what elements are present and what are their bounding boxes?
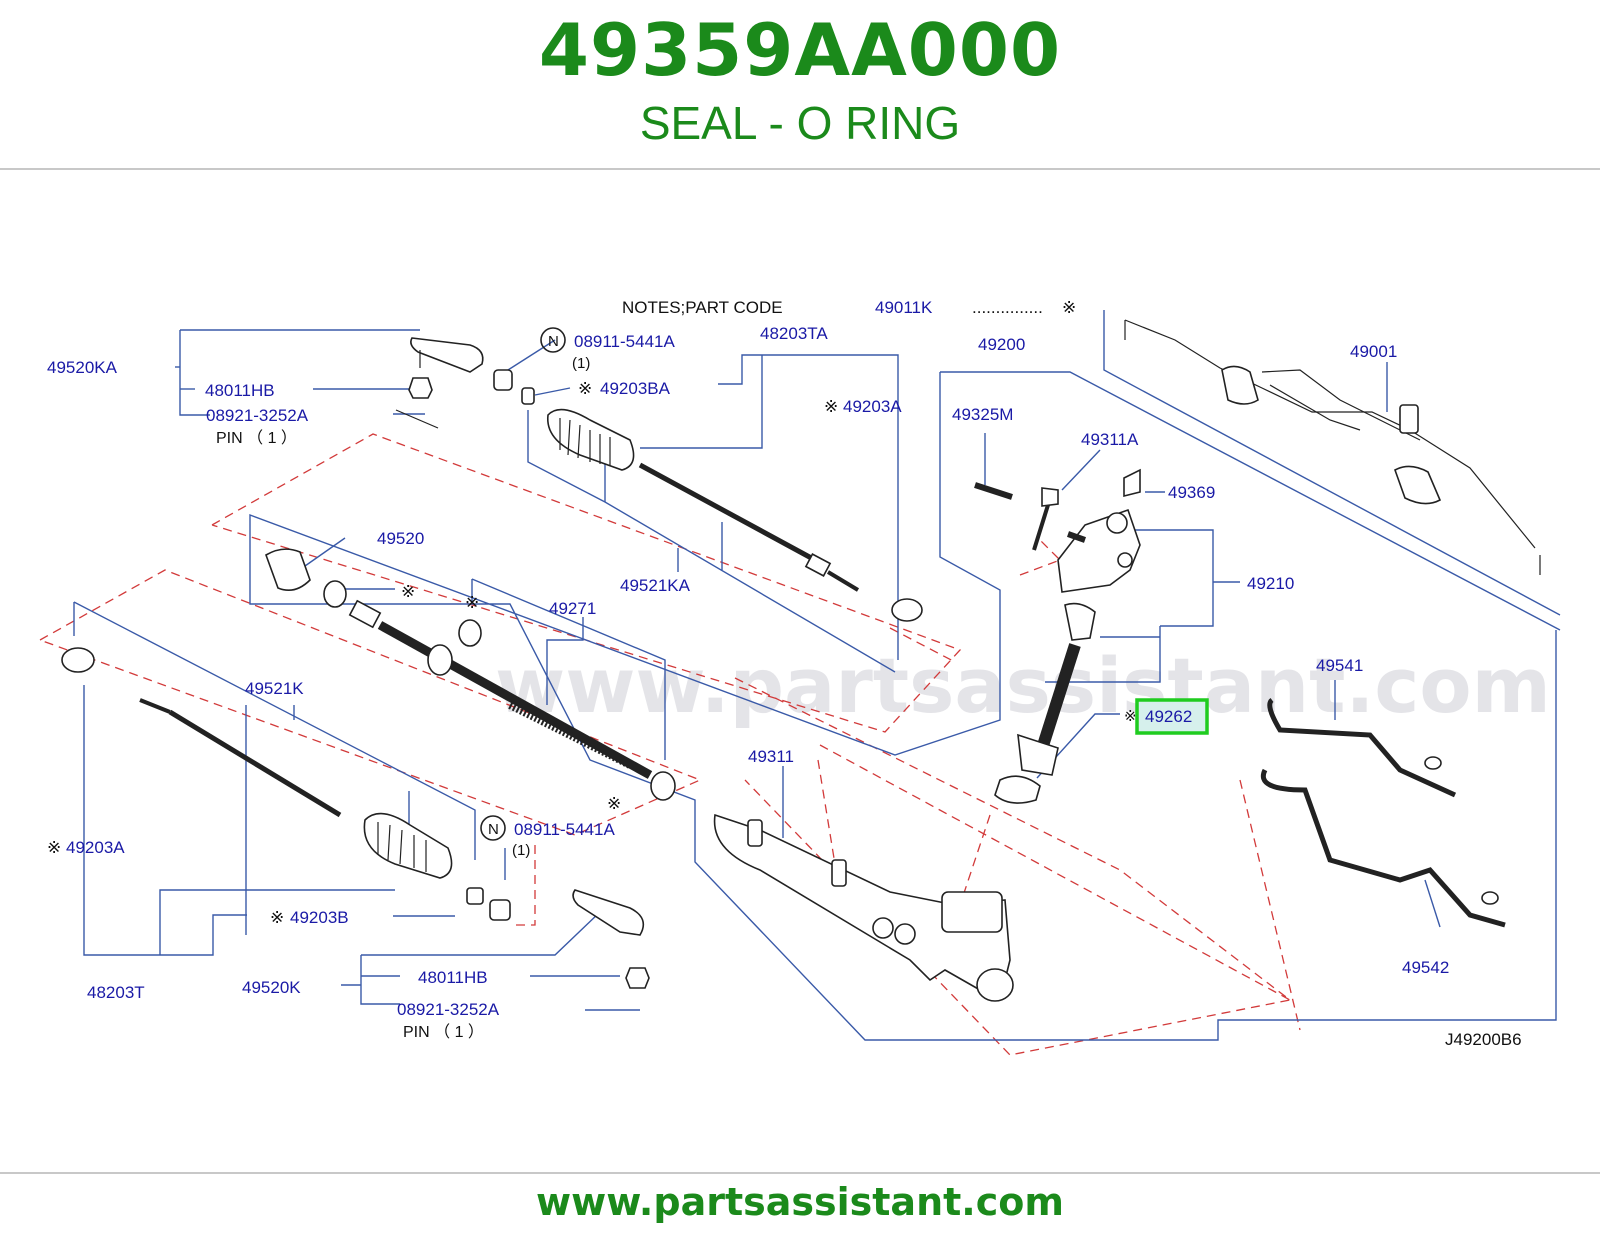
label-48203TA[interactable]: 48203TA <box>760 324 828 343</box>
n-symbol-top: N <box>548 333 559 350</box>
label-49200[interactable]: 49200 <box>978 335 1025 354</box>
label-49203A-top[interactable]: 49203A <box>843 397 902 416</box>
notes-dots: ............... <box>972 298 1043 317</box>
mark-rack-seal: ※ <box>607 794 621 813</box>
label-49262-highlighted[interactable]: 49262 <box>1145 707 1192 726</box>
notes-label: NOTES;PART CODE <box>622 298 783 317</box>
part-name-subtitle: SEAL - O RING <box>639 97 961 149</box>
label-pin-top: PIN （ 1 ） <box>216 429 297 447</box>
label-49542[interactable]: 49542 <box>1402 958 1449 977</box>
label-49210[interactable]: 49210 <box>1247 574 1294 593</box>
label-49369[interactable]: 49369 <box>1168 483 1215 502</box>
watermark-text: www.partsassistant.com <box>495 641 1551 730</box>
header-divider <box>0 168 1600 170</box>
label-49311A[interactable]: 49311A <box>1081 430 1139 449</box>
leader-lines <box>73 310 1561 1041</box>
label-08911-bottom-qty: (1) <box>512 842 530 859</box>
label-49203B[interactable]: 49203B <box>290 908 349 927</box>
label-08921-bottom[interactable]: 08921-3252A <box>397 1000 500 1019</box>
label-49521K[interactable]: 49521K <box>245 679 304 698</box>
mark-49203A-left: ※ <box>47 838 61 857</box>
label-08911-bottom[interactable]: 08911-5441A <box>514 820 615 839</box>
label-49325M[interactable]: 49325M <box>952 405 1013 424</box>
label-49001[interactable]: 49001 <box>1350 342 1397 361</box>
n-symbol-bottom: N <box>488 821 499 838</box>
label-49271[interactable]: 49271 <box>549 599 596 618</box>
label-08911-top-qty: (1) <box>572 355 590 372</box>
label-49311[interactable]: 49311 <box>748 747 794 766</box>
mark-49271-seal: ※ <box>465 593 479 612</box>
label-49203A-left[interactable]: 49203A <box>66 838 125 857</box>
mark-49203B: ※ <box>270 908 284 927</box>
mark-49203A-top: ※ <box>824 397 838 416</box>
label-pin-bottom: PIN （ 1 ） <box>403 1023 484 1041</box>
label-49520K[interactable]: 49520K <box>242 978 301 997</box>
mark-49262: ※ <box>1124 708 1137 725</box>
label-48011HB-top[interactable]: 48011HB <box>205 381 275 400</box>
label-49520[interactable]: 49520 <box>377 529 424 548</box>
label-48203T[interactable]: 48203T <box>87 983 145 1002</box>
notes-code-label: 49011K <box>875 298 933 317</box>
label-08911-top[interactable]: 08911-5441A <box>574 332 675 351</box>
page-header: 49359AA000 SEAL - O RING <box>0 0 1600 168</box>
label-49521KA[interactable]: 49521KA <box>620 576 691 595</box>
footer-divider <box>0 1172 1600 1174</box>
mark-49520-seal: ※ <box>401 582 415 601</box>
part-number-title: 49359AA000 <box>538 8 1062 92</box>
highlight-box-49262 <box>1135 698 1209 735</box>
notes-mark: ※ <box>1062 298 1076 317</box>
label-48011HB-bottom[interactable]: 48011HB <box>418 968 488 987</box>
part-labels: NOTES;PART CODE 49011K ............... ※… <box>47 298 1522 1049</box>
mark-49203BA: ※ <box>578 379 592 398</box>
label-08921-top[interactable]: 08921-3252A <box>206 406 309 425</box>
diagram-code: J49200B6 <box>1445 1030 1522 1049</box>
part-drawings <box>61 319 1541 1002</box>
label-49541[interactable]: 49541 <box>1316 656 1363 675</box>
footer-website-link[interactable]: www.partsassistant.com <box>536 1180 1064 1224</box>
label-49520KA[interactable]: 49520KA <box>47 358 118 377</box>
label-49203BA[interactable]: 49203BA <box>600 379 671 398</box>
